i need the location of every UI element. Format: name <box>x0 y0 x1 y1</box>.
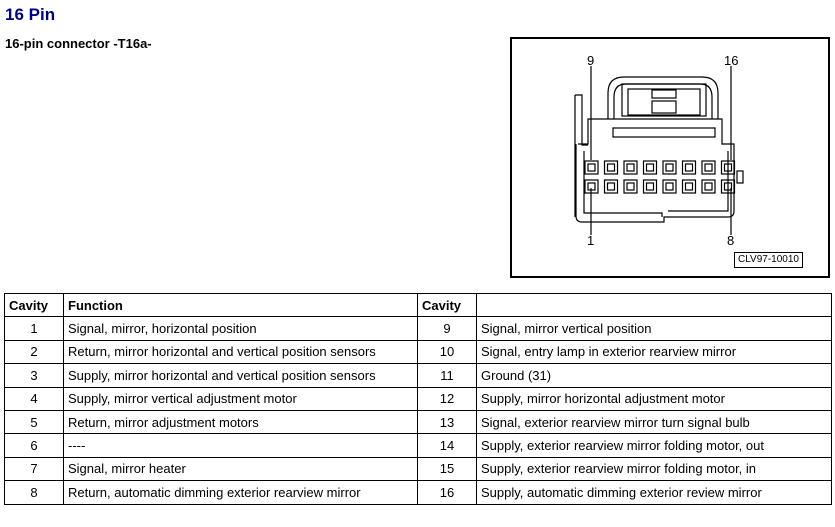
pin-contact <box>606 182 616 191</box>
pin-label-1: 1 <box>587 233 595 248</box>
function-cell: Signal, entry lamp in exterior rearview … <box>476 339 832 365</box>
figure-code: CLV97-10010 <box>734 252 803 268</box>
function-cell: Supply, mirror vertical adjustment motor <box>63 386 418 411</box>
cavity-cell: 14 <box>417 433 477 458</box>
function-cell: Signal, mirror, horizontal position <box>63 316 418 341</box>
pin-label-16: 16 <box>724 53 739 68</box>
cavity-cell: 5 <box>4 409 64 435</box>
pin-contact <box>606 163 616 172</box>
page-title: 16 Pin <box>5 5 56 24</box>
function-cell: Supply, exterior rearview mirror folding… <box>476 456 832 482</box>
pin-contact <box>626 163 635 172</box>
pin-cavity <box>701 160 716 175</box>
function-cell: Return, mirror adjustment motors <box>63 409 418 435</box>
function-cell: Ground (31) <box>476 363 832 388</box>
pin-contact <box>587 182 596 191</box>
cavity-cell: 12 <box>417 386 477 411</box>
pin-cavity <box>681 179 697 194</box>
connector-diagram: 9 16 1 8 CLV97-10010 <box>510 37 830 278</box>
connector-drawing <box>574 66 744 235</box>
pin-contact <box>645 182 655 191</box>
function-cell: Supply, mirror horizontal adjustment mot… <box>476 386 832 411</box>
cavity-cell: 3 <box>4 363 64 388</box>
pin-contact <box>645 163 655 172</box>
pin-cavity <box>584 179 599 194</box>
pin-cavity <box>623 179 638 194</box>
cavity-cell: 8 <box>4 480 64 505</box>
pin-cavity <box>662 160 677 175</box>
cavity-cell: 13 <box>417 409 477 435</box>
header-function-right <box>476 292 832 318</box>
pin-cavity <box>603 160 619 175</box>
pin-cavity <box>603 179 619 194</box>
pin-cavity <box>701 179 716 194</box>
cavity-cell: 10 <box>417 339 477 365</box>
header-cavity-right: Cavity <box>417 292 477 318</box>
cavity-cell: 4 <box>4 386 64 411</box>
function-cell: Signal, mirror heater <box>63 456 418 482</box>
function-cell: Supply, automatic dimming exterior revie… <box>476 480 832 505</box>
pin-contact <box>684 163 694 172</box>
pin-contact <box>723 163 733 172</box>
cavity-cell: 1 <box>4 316 64 341</box>
pin-cavity <box>662 179 677 194</box>
table-header-row: Cavity Function Cavity <box>4 292 832 318</box>
cavity-cell: 2 <box>4 339 64 365</box>
pin-cavity <box>720 160 736 175</box>
pin-label-8: 8 <box>727 233 735 248</box>
pin-cavity <box>642 179 658 194</box>
header-function-left: Function <box>63 292 418 318</box>
pin-contact <box>665 163 674 172</box>
function-cell: ---- <box>63 433 418 458</box>
cavity-cell: 16 <box>417 480 477 505</box>
cavity-cell: 6 <box>4 433 64 458</box>
cavity-cell: 15 <box>417 456 477 482</box>
cavity-cell: 7 <box>4 456 64 482</box>
function-cell: Supply, exterior rearview mirror folding… <box>476 433 832 458</box>
pin-contact <box>704 163 713 172</box>
function-cell: Signal, exterior rearview mirror turn si… <box>476 409 832 435</box>
pin-contact <box>684 182 694 191</box>
function-cell: Supply, mirror horizontal and vertical p… <box>63 363 418 388</box>
pin-cavity <box>584 160 599 175</box>
connector-subtitle: 16-pin connector -T16a- <box>5 36 152 51</box>
pin-cavity <box>623 160 638 175</box>
pin-cavity <box>681 160 697 175</box>
pin-contact <box>626 182 635 191</box>
pin-contact <box>665 182 674 191</box>
pin-cavity <box>720 179 736 194</box>
cavity-cell: 11 <box>417 363 477 388</box>
pin-label-9: 9 <box>587 53 595 68</box>
function-cell: Signal, mirror vertical position <box>476 316 832 341</box>
cavity-cell: 9 <box>417 316 477 341</box>
pin-contact <box>704 182 713 191</box>
function-cell: Return, mirror horizontal and vertical p… <box>63 339 418 365</box>
pin-cavity <box>642 160 658 175</box>
header-cavity-left: Cavity <box>4 292 64 318</box>
pin-contact <box>723 182 733 191</box>
function-cell: Return, automatic dimming exterior rearv… <box>63 480 418 505</box>
pin-contact <box>587 163 596 172</box>
